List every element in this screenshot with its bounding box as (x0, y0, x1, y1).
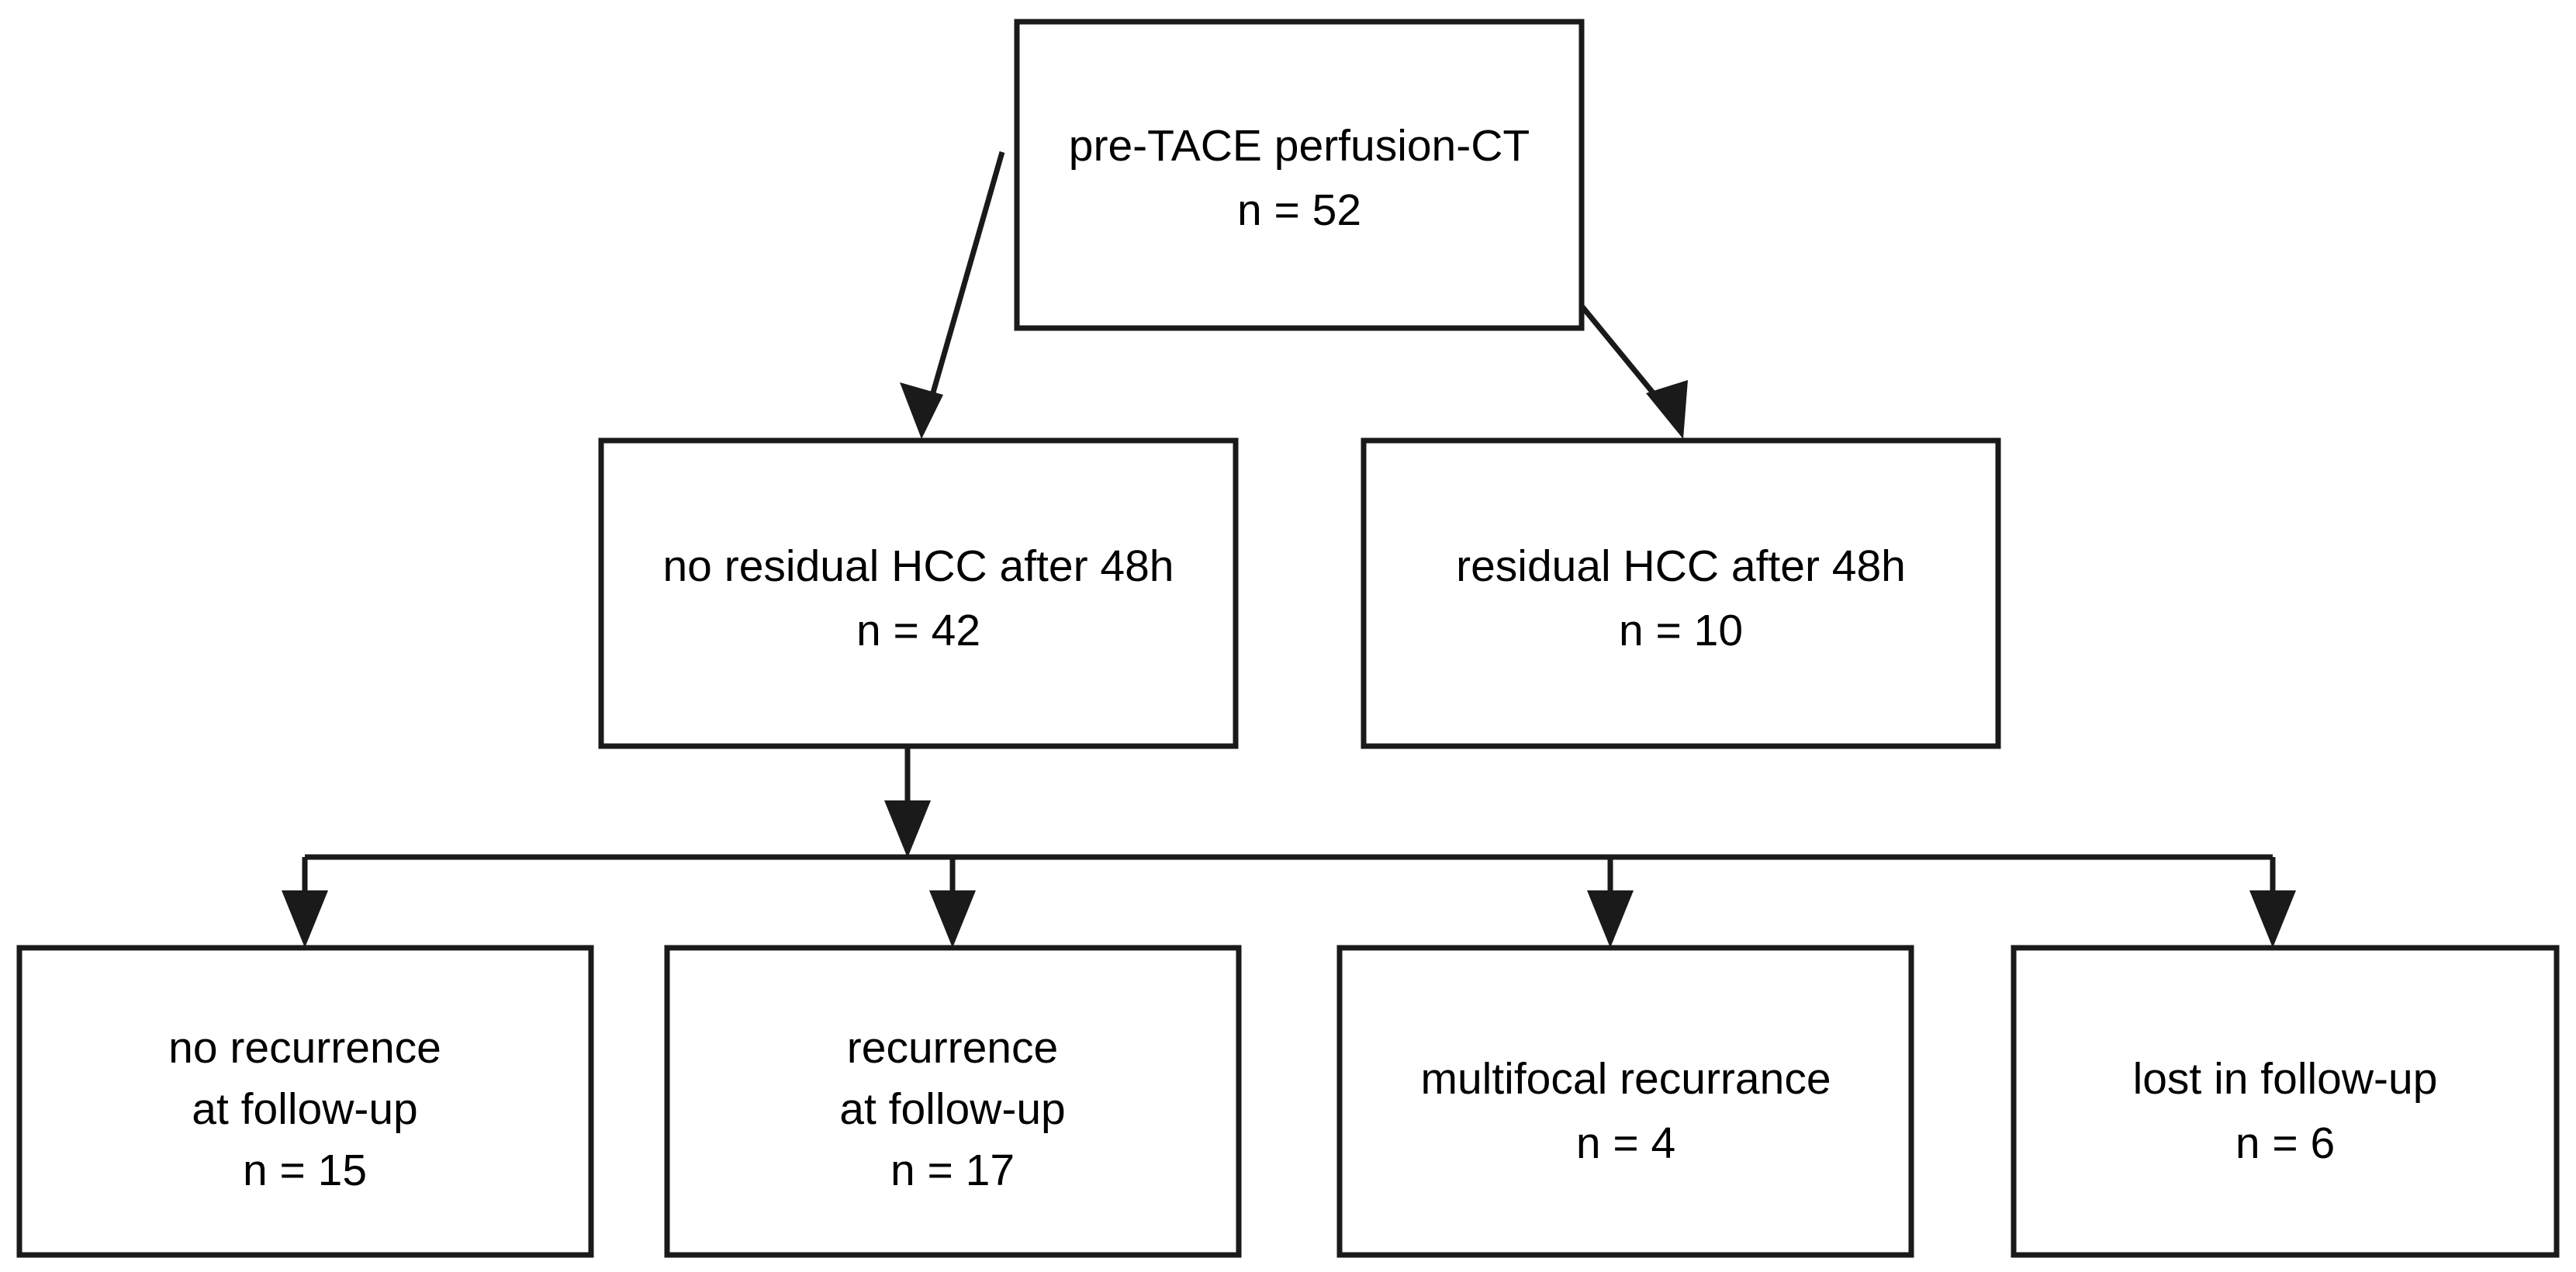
node-label-no-residual: no residual HCC after 48h (662, 541, 1174, 591)
node-count-residual: n = 10 (1619, 606, 1743, 655)
edge-root-to-no-residual (900, 151, 1005, 439)
node-count-lost: n = 6 (2235, 1118, 2335, 1168)
node-count-multifocal: n = 4 (1576, 1118, 1675, 1168)
node-no-residual-hcc-after-48h[interactable]: no residual HCC after 48h n = 42 (598, 437, 1239, 749)
node-count-no-recurrence: n = 15 (243, 1146, 367, 1195)
node-no-recurrence-at-follow-up[interactable]: no recurrence at follow-up n = 15 (16, 945, 594, 1258)
node-label-recurrence-line2: at follow-up (839, 1084, 1066, 1134)
edge-bus-to-multifocal (1587, 857, 1634, 948)
node-label-lost: lost in follow-up (2133, 1054, 2438, 1104)
node-label-recurrence-line1: recurrence (847, 1023, 1058, 1073)
edge-no-residual-to-bus (884, 746, 931, 858)
node-count-recurrence: n = 17 (890, 1146, 1015, 1195)
node-label-root: pre-TACE perfusion-CT (1069, 121, 1530, 171)
node-lost-in-follow-up[interactable]: lost in follow-up n = 6 (2011, 945, 2560, 1258)
node-residual-hcc-after-48h[interactable]: residual HCC after 48h n = 10 (1361, 437, 2001, 749)
node-pre-tace-perfusion-ct[interactable]: pre-TACE perfusion-CT n = 52 (1014, 19, 1585, 331)
node-label-no-recurrence-line2: at follow-up (192, 1084, 418, 1134)
edge-bus-to-no-recurrence (282, 857, 328, 948)
node-multifocal-recurrance[interactable]: multifocal recurrance n = 4 (1336, 945, 1914, 1258)
node-label-residual: residual HCC after 48h (1456, 541, 1906, 591)
edge-bus-to-lost (2249, 857, 2296, 948)
edge-bus-to-recurrence (929, 857, 976, 948)
node-count-root: n = 52 (1237, 185, 1361, 235)
node-recurrence-at-follow-up[interactable]: recurrence at follow-up n = 17 (664, 945, 1242, 1258)
node-count-no-residual: n = 42 (856, 606, 980, 655)
node-label-multifocal: multifocal recurrance (1420, 1054, 1831, 1104)
node-label-no-recurrence-line1: no recurrence (168, 1023, 441, 1073)
